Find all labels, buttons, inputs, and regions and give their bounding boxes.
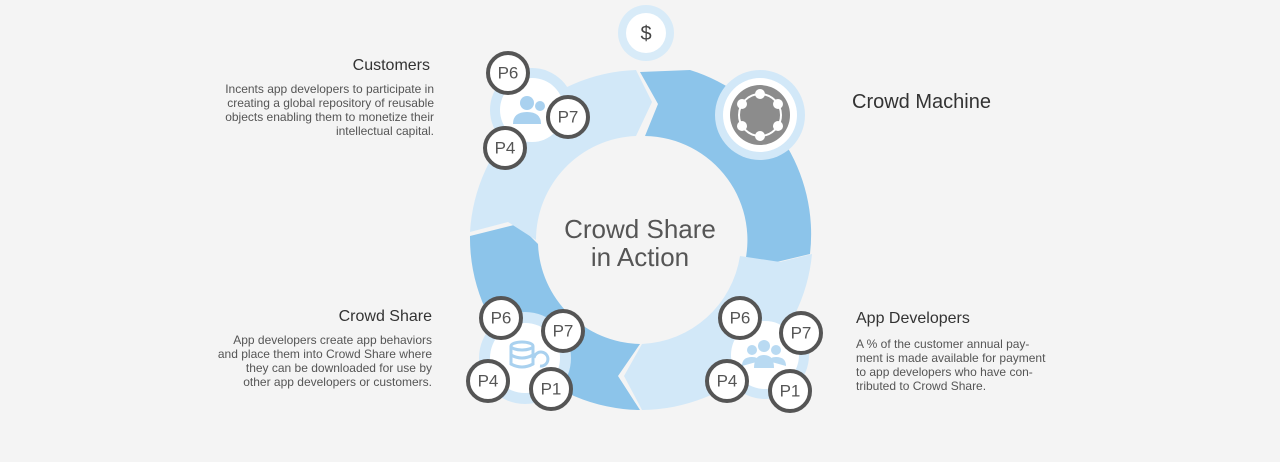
svg-text:$: $ [640,23,651,45]
app-developers-description: App Developers A % of the customer annua… [856,310,1056,393]
customers-description: Customers Incents app developers to part… [200,57,434,138]
badge-crowd-share-p7: P7 [541,309,585,353]
ring-segment-customers [470,70,652,240]
app-developers-text-line: ment is made available for payment [856,351,1046,365]
svg-text:P6: P6 [498,64,519,83]
svg-text:P7: P7 [558,108,579,127]
badge-customers-p6: P6 [486,51,530,95]
customers-title: Customers [352,57,430,74]
app-developers-text-line: tributed to Crowd Share. [856,379,987,393]
svg-text:P1: P1 [541,380,562,399]
customers-text: Incents app developers to participate in… [200,82,434,138]
customers-text-line: creating a global repository of reusable [227,96,434,110]
center-title-line-1: Crowd Share [564,214,716,244]
user-group-icon [513,96,545,124]
customers-text-line: Incents app developers to participate in [225,82,434,96]
customers-text-line: intellectual capital. [335,124,434,138]
svg-text:P7: P7 [791,324,812,343]
ring-segment-crowd-machine [640,70,812,270]
badge-app-developers-p1: P1 [768,369,812,413]
crowd-machine-title: Crowd Machine [852,91,991,113]
badge-crowd-share-p4: P4 [466,359,510,403]
svg-text:P1: P1 [780,382,801,401]
crowd-machine-node [715,70,805,160]
app-developers-title: App Developers [856,310,970,327]
ring-segment-app-developers [624,254,812,410]
crowd-share-description: Crowd Share App developers create app be… [200,308,432,389]
crowd-share-text-line: and place them into Crowd Share where [217,347,432,361]
svg-text:P6: P6 [730,309,751,328]
badge-crowd-share-p6: P6 [479,296,523,340]
crowd-share-text: App developers create app behaviors and … [200,333,432,389]
dollar-icon: $ [618,5,674,61]
badge-customers-p4: P4 [483,126,527,170]
badge-app-developers-p6: P6 [718,296,762,340]
crowd-share-text-line: they can be downloaded for use by [245,361,432,375]
svg-text:P4: P4 [495,139,516,158]
app-developers-text: A % of the customer annual pay- ment is … [856,337,1056,393]
svg-text:P6: P6 [491,309,512,328]
crowd-share-title: Crowd Share [338,308,432,325]
app-developers-text-line: A % of the customer annual pay- [856,337,1030,351]
badge-app-developers-p4: P4 [705,359,749,403]
people-icon [742,340,786,368]
center-title-line-2: in Action [591,242,689,272]
svg-text:P4: P4 [717,372,738,391]
badge-customers-p7: P7 [546,95,590,139]
network-circle-icon [730,85,790,145]
svg-text:P7: P7 [553,322,574,341]
app-developers-text-line: to app developers who have con- [856,365,1033,379]
svg-text:P4: P4 [478,372,499,391]
badge-crowd-share-p1: P1 [529,367,573,411]
crowd-machine-description: Crowd Machine [852,91,991,114]
crowd-share-text-line: App developers create app behaviors [233,333,432,347]
customers-text-line: objects enabling them to monetize their [225,110,434,124]
badge-app-developers-p7: P7 [779,311,823,355]
crowd-share-text-line: other app developers or customers. [243,375,432,389]
database-sync-icon [509,340,550,369]
